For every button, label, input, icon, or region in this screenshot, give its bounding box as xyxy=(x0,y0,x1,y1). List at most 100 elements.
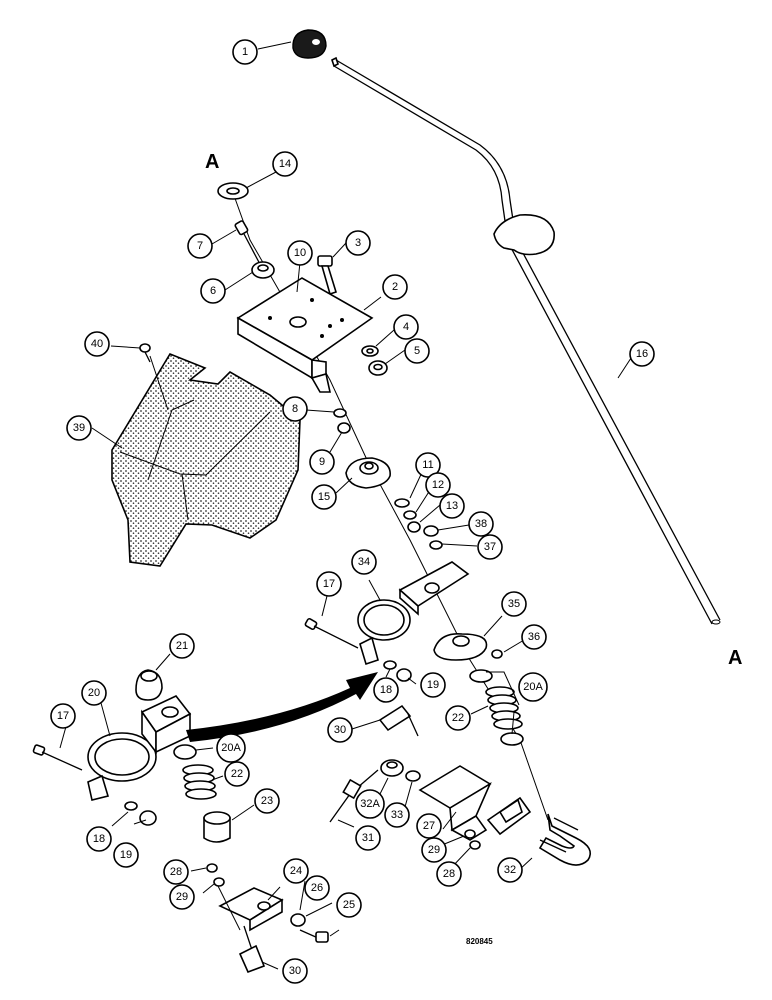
svg-text:28: 28 xyxy=(170,866,182,878)
svg-text:29: 29 xyxy=(428,844,440,856)
svg-text:28: 28 xyxy=(443,868,455,880)
svg-text:18: 18 xyxy=(93,833,105,845)
svg-text:18: 18 xyxy=(380,684,392,696)
assembly-arrow xyxy=(186,672,378,742)
callout-36: 36 xyxy=(521,624,547,650)
svg-text:11: 11 xyxy=(422,459,433,471)
nut-5 xyxy=(368,360,388,376)
callout-19-right: 19 xyxy=(420,672,446,698)
svg-text:36: 36 xyxy=(528,631,540,643)
svg-text:20: 20 xyxy=(88,687,100,699)
nut-28-right xyxy=(469,840,481,850)
callout-17-right: 17 xyxy=(316,571,342,597)
svg-text:21: 21 xyxy=(176,640,188,652)
svg-text:27: 27 xyxy=(423,820,435,832)
nut-32a xyxy=(380,759,404,777)
knob xyxy=(292,29,327,59)
washer-4 xyxy=(361,345,379,357)
callout-7: 7 xyxy=(187,233,213,259)
callout-22-left: 22 xyxy=(224,761,250,787)
callout-5: 5 xyxy=(404,338,430,364)
callout-29-left: 29 xyxy=(169,884,195,910)
block xyxy=(140,695,192,755)
svg-text:5: 5 xyxy=(414,345,420,357)
pin-30-lower xyxy=(238,925,266,974)
svg-text:6: 6 xyxy=(210,285,216,297)
nut-26 xyxy=(290,913,306,927)
svg-text:4: 4 xyxy=(403,321,409,333)
reference-letter-bottom: A xyxy=(728,647,742,669)
washer-29-right xyxy=(464,829,476,839)
callout-19-left: 19 xyxy=(113,842,139,868)
svg-text:38: 38 xyxy=(475,518,487,530)
callout-30-lower: 30 xyxy=(282,958,308,984)
callout-40: 40 xyxy=(84,331,110,357)
svg-text:32: 32 xyxy=(504,864,516,876)
spring-22-right xyxy=(485,686,523,730)
nut-38 xyxy=(423,525,439,537)
gear-lever xyxy=(331,56,721,625)
callout-16: 16 xyxy=(629,341,655,367)
svg-text:9: 9 xyxy=(319,456,325,468)
bolt-3 xyxy=(317,255,337,296)
washer-18-left xyxy=(124,801,138,811)
svg-text:30: 30 xyxy=(289,965,301,977)
screw-36 xyxy=(491,649,503,659)
cap-21 xyxy=(135,669,163,701)
nut-19-left xyxy=(139,810,157,826)
callout-32: 32 xyxy=(497,857,523,883)
callout-27: 27 xyxy=(416,813,442,839)
svg-text:35: 35 xyxy=(508,598,520,610)
svg-text:20A: 20A xyxy=(523,681,543,693)
bushing-35 xyxy=(433,633,488,661)
bracket-27 xyxy=(418,765,492,841)
callout-2: 2 xyxy=(382,274,408,300)
callout-20: 20 xyxy=(81,680,107,706)
callout-37: 37 xyxy=(477,534,503,560)
callout-28-right: 28 xyxy=(436,861,462,887)
svg-text:17: 17 xyxy=(323,578,335,590)
nut-29-left xyxy=(213,877,225,887)
svg-text:25: 25 xyxy=(343,899,355,911)
callout-32a: 32A xyxy=(355,789,385,819)
bushing-15 xyxy=(345,457,391,489)
nut-9 xyxy=(337,422,351,434)
nut-6 xyxy=(251,261,275,279)
svg-text:3: 3 xyxy=(355,237,361,249)
drawing-number: 820845 xyxy=(466,937,493,946)
svg-text:12: 12 xyxy=(432,479,444,491)
clamp-20 xyxy=(87,732,157,801)
svg-text:16: 16 xyxy=(636,348,648,360)
callout-11: 11 xyxy=(415,452,441,478)
svg-text:30: 30 xyxy=(334,724,346,736)
callout-8: 8 xyxy=(282,396,308,422)
svg-text:24: 24 xyxy=(290,865,302,877)
callout-30-upper: 30 xyxy=(327,717,353,743)
callout-20a-right: 20A xyxy=(518,672,548,702)
screw-40 xyxy=(139,343,151,363)
pin-30-upper xyxy=(378,704,419,737)
svg-text:37: 37 xyxy=(484,541,496,553)
callout-39: 39 xyxy=(66,415,92,441)
callout-23: 23 xyxy=(254,788,280,814)
washer-20a-upper-right xyxy=(469,669,493,683)
nut-13 xyxy=(407,521,421,533)
washer-11 xyxy=(394,498,410,508)
washer-37 xyxy=(429,540,443,550)
svg-text:23: 23 xyxy=(261,795,273,807)
clamp-34 xyxy=(357,599,411,666)
svg-text:34: 34 xyxy=(358,556,370,568)
callout-20a-left: 20A xyxy=(216,733,246,763)
svg-text:14: 14 xyxy=(279,158,291,170)
bolt-17-right xyxy=(304,617,359,649)
washer-20a-lower-right xyxy=(500,732,524,746)
callout-29-right: 29 xyxy=(421,837,447,863)
u-bolt-32 xyxy=(486,796,592,866)
svg-text:8: 8 xyxy=(292,403,298,415)
svg-text:22: 22 xyxy=(452,712,464,724)
callout-3: 3 xyxy=(345,230,371,256)
callout-35: 35 xyxy=(501,591,527,617)
bolt-25 xyxy=(299,929,329,943)
svg-text:20A: 20A xyxy=(221,742,241,754)
callout-10: 10 xyxy=(287,240,313,266)
